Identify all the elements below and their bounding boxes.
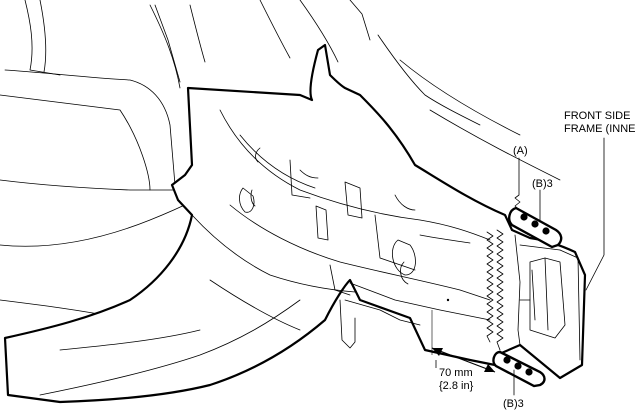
callout-b-upper-label: (B)3 <box>532 178 553 190</box>
callout-a-label: (A) <box>513 145 528 157</box>
front-side-frame <box>3 43 587 404</box>
dimension-imperial-label: {2.8 in} <box>439 380 474 392</box>
surrounding-body-lines <box>0 0 561 319</box>
leader-lines <box>513 137 605 396</box>
part-name-line2: FRAME (INNER) <box>564 123 635 135</box>
part-name-line1: FRONT SIDE <box>564 110 631 122</box>
dimension-arrow <box>431 310 496 373</box>
callout-b-lower-label: (B)3 <box>503 398 524 410</box>
dimension-metric-label: 70 mm <box>439 367 473 379</box>
weld-group-lower <box>492 350 546 388</box>
cut-line <box>486 229 504 351</box>
weld-group-upper <box>508 206 563 249</box>
